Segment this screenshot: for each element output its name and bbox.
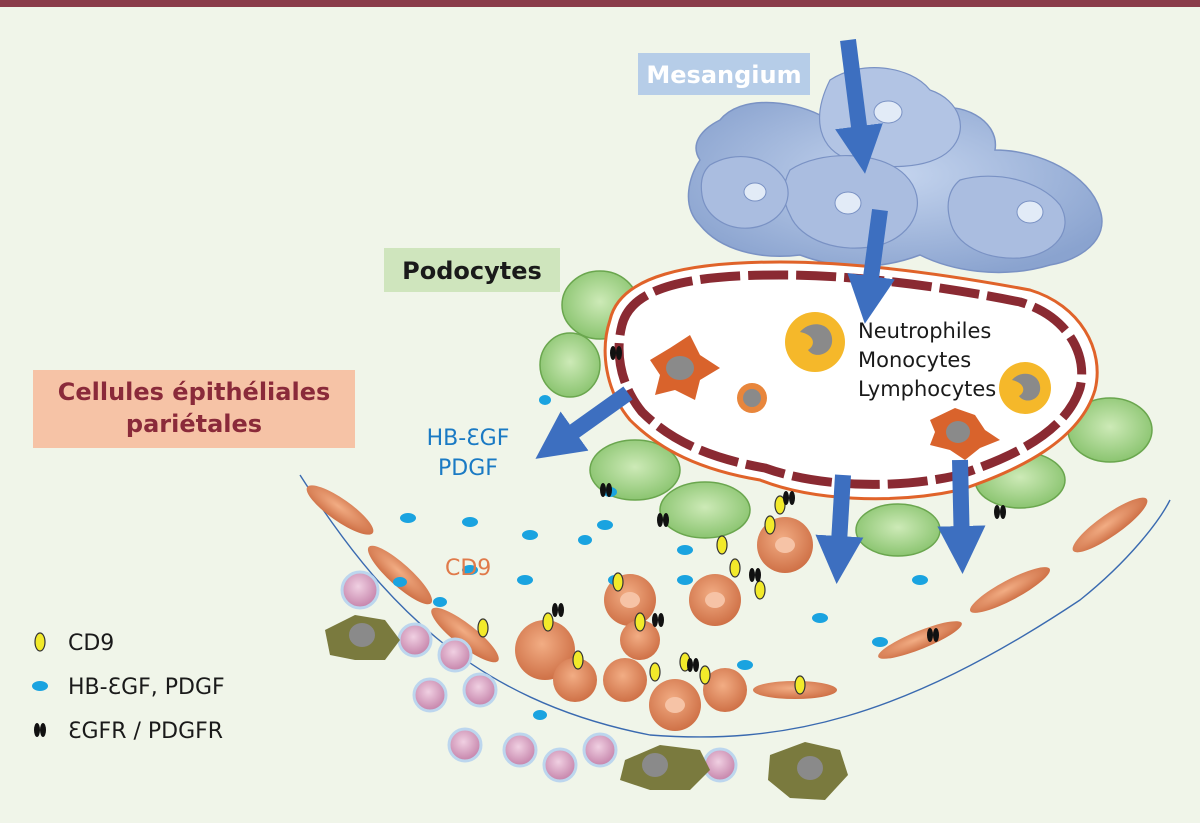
top-bar — [0, 0, 1200, 7]
infiltrating-cells — [325, 570, 848, 800]
mesangial-cells — [687, 67, 1103, 274]
legend-growth-factor-label: HB-ƐGF, PDGF — [68, 675, 225, 700]
cd9-label: CD9 — [445, 556, 491, 581]
podocytes-label-box — [384, 248, 560, 292]
parietal-label-box — [33, 370, 355, 448]
growth-factor-label-line2: PDGF — [438, 456, 498, 481]
leukocyte-label-line3: Lymphocytes — [858, 377, 996, 401]
leukocyte-label-line2: Monocytes — [858, 348, 971, 372]
bowman-capsule-line — [299, 474, 1171, 738]
crescent-cells — [515, 517, 813, 731]
leukocyte-label-line1: Neutrophiles — [858, 319, 991, 343]
parietal-label-line1: Cellules épithéliales — [58, 378, 331, 406]
mesangium-label: Mesangium — [646, 61, 801, 89]
leukocytes — [650, 312, 1051, 460]
cd9-markers — [477, 495, 806, 695]
mesangium-label-box — [638, 53, 810, 95]
legend: CD9 HB-ƐGF, PDGF ƐGFR / PDGFR — [32, 631, 225, 744]
legend-receptor-label: ƐGFR / PDGFR — [68, 719, 223, 744]
legend-cd9-label: CD9 — [68, 631, 114, 656]
podocytes-label: Podocytes — [402, 257, 542, 285]
parietal-cells — [306, 485, 1148, 699]
endothelium — [614, 270, 1087, 489]
legend-cd9-symbol — [34, 632, 46, 652]
migration-arrows — [535, 38, 986, 584]
legend-growth-factor-symbol — [32, 681, 48, 691]
parietal-label-line2: pariétales — [126, 410, 262, 438]
legend-receptor-symbol — [34, 723, 46, 737]
growth-factor-label-line1: HB-ƐGF — [427, 426, 510, 451]
receptor-markers — [552, 346, 1006, 672]
